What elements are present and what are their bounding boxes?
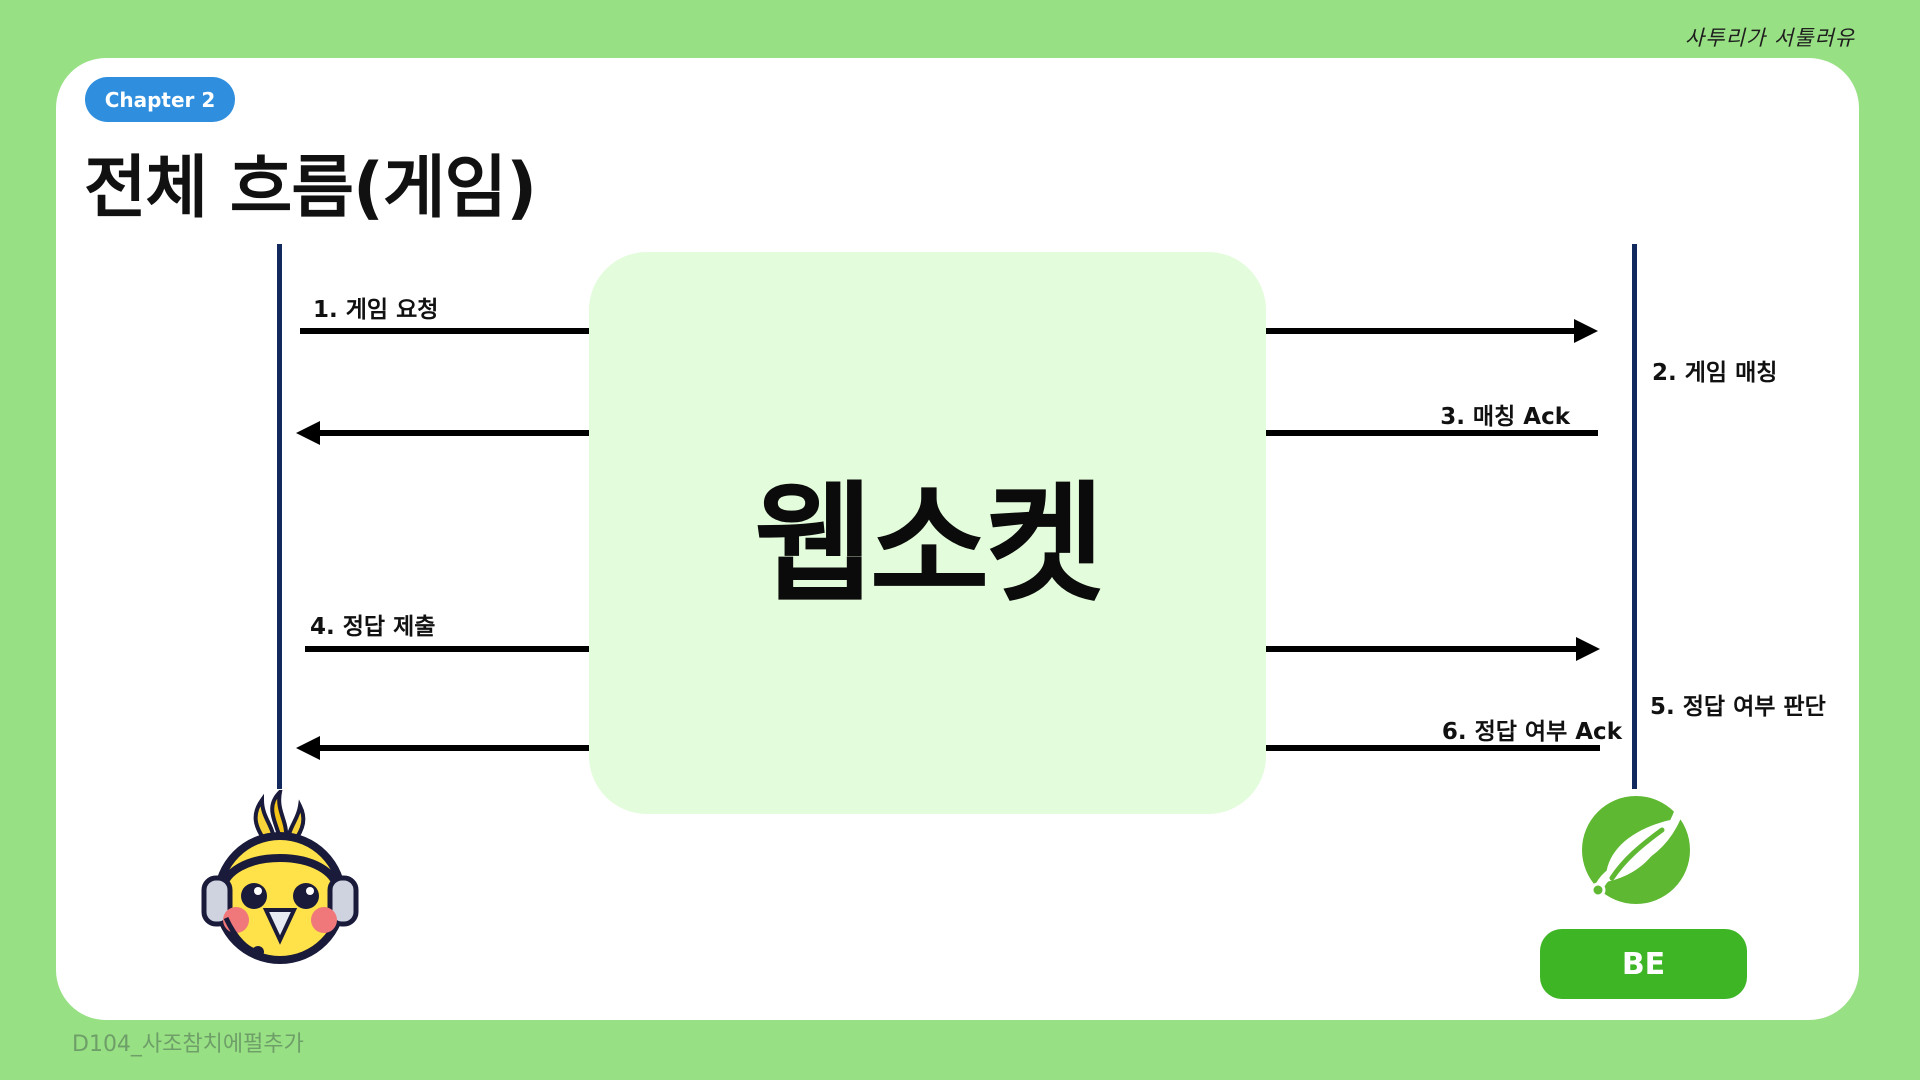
footer-team-name: D104_사조참치에펄추가: [72, 1032, 304, 1057]
client-lifeline: [277, 244, 282, 789]
step-4-label: 4. 정답 제출: [310, 614, 436, 640]
be-badge: BE: [1540, 929, 1747, 999]
arrowhead-left-1: [296, 421, 320, 445]
arrowhead-right-1: [1574, 319, 1598, 343]
spring-leaf-logo-icon: [1582, 796, 1690, 904]
arrowhead-left-2: [296, 736, 320, 760]
step-2-label: 2. 게임 매칭: [1652, 360, 1778, 386]
brand-text: 사투리가 서툴러유: [1684, 26, 1856, 50]
arrowhead-right-2: [1576, 637, 1600, 661]
step-5-label: 5. 정답 여부 판단: [1650, 694, 1826, 720]
server-lifeline: [1632, 244, 1637, 789]
step-1-label: 1. 게임 요청: [313, 297, 439, 323]
step-3-label: 3. 매칭 Ack: [1440, 404, 1570, 430]
hub-label: 웹소켓: [754, 468, 1105, 620]
page-title: 전체 흐름(게임): [84, 149, 537, 228]
websocket-hub: 웹소켓: [589, 252, 1266, 814]
chapter-badge: Chapter 2: [85, 77, 235, 122]
step-6-label: 6. 정답 여부 Ack: [1441, 719, 1622, 745]
cockatiel-headset-mascot-icon: [201, 790, 359, 964]
